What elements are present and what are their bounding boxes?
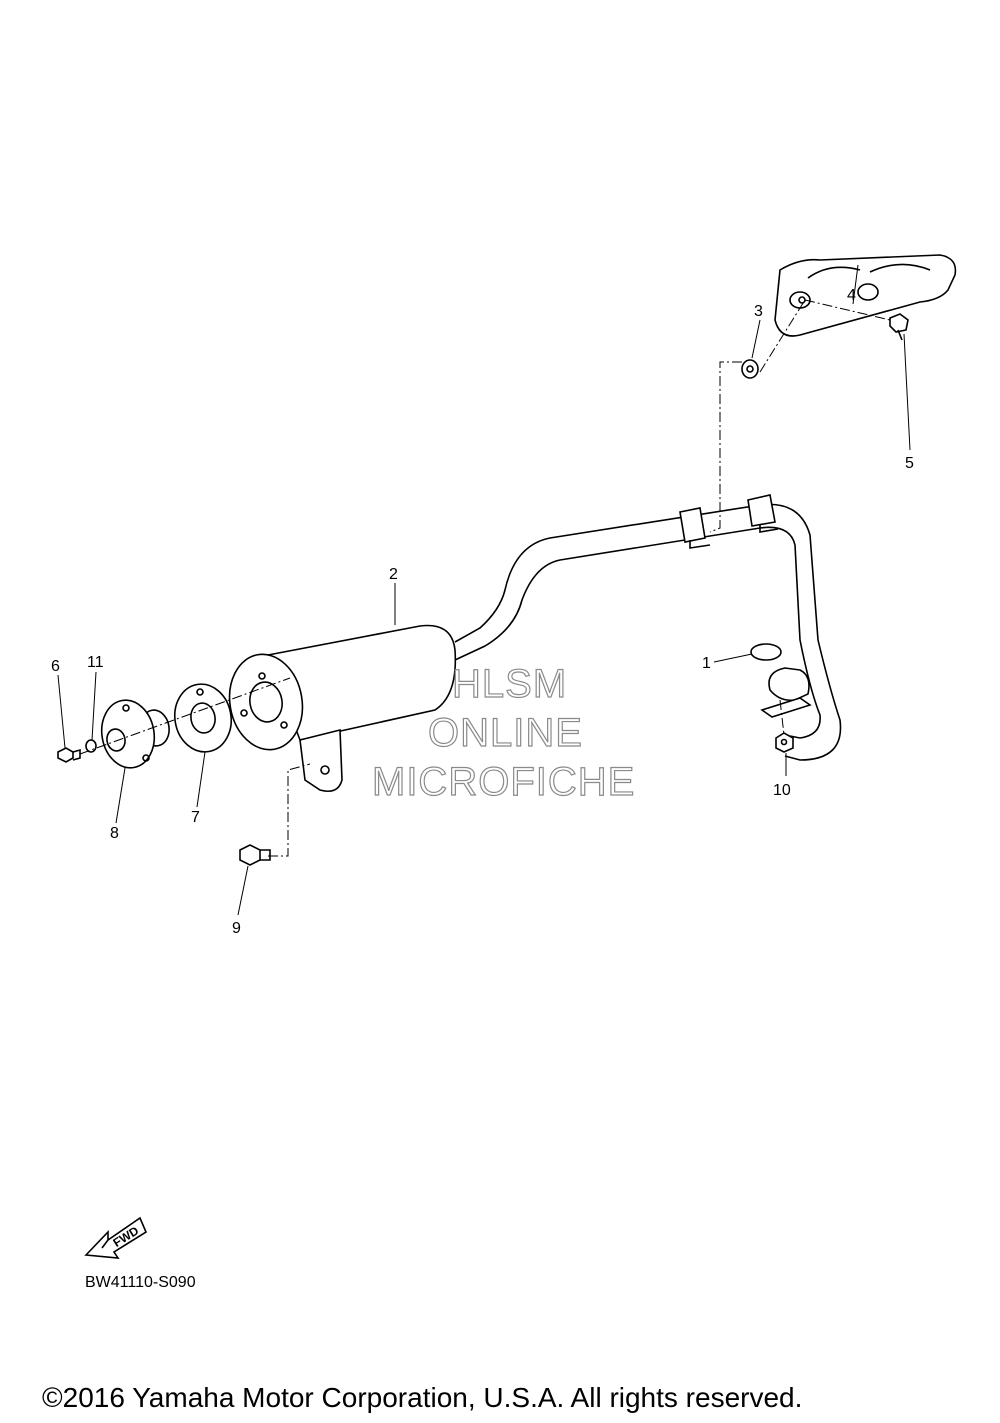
watermark-line-3: MICROFICHE bbox=[372, 760, 635, 804]
callout-9: 9 bbox=[232, 920, 241, 937]
watermark-line-2: ONLINE bbox=[428, 711, 583, 755]
callout-11: 11 bbox=[87, 654, 104, 671]
callout-3: 3 bbox=[754, 303, 763, 320]
callout-2: 2 bbox=[389, 566, 398, 583]
collar-3 bbox=[741, 359, 759, 379]
callout-10: 10 bbox=[773, 782, 791, 799]
bolt-9 bbox=[239, 844, 271, 866]
callout-7: 7 bbox=[191, 809, 200, 826]
gasket bbox=[174, 683, 232, 753]
watermark-line-1: HLSM bbox=[452, 662, 567, 706]
tail-pipe bbox=[100, 699, 170, 769]
diagram-code: BW41110-S090 bbox=[85, 1274, 196, 1291]
fwd-arrow-icon: FWD bbox=[84, 1216, 148, 1259]
muffler bbox=[228, 624, 457, 793]
washer-11 bbox=[85, 739, 97, 753]
gasket-1 bbox=[750, 643, 782, 661]
callout-1: 1 bbox=[702, 655, 711, 672]
leader-lines bbox=[57, 264, 911, 916]
bolt-6 bbox=[57, 747, 81, 763]
callout-8: 8 bbox=[110, 825, 119, 842]
callout-6: 6 bbox=[51, 658, 60, 675]
watermark: HLSM ONLINE MICROFICHE bbox=[371, 661, 635, 804]
callout-5: 5 bbox=[905, 455, 914, 472]
callout-4: 4 bbox=[847, 287, 856, 304]
heat-protector bbox=[774, 254, 957, 337]
copyright-notice: ©2016 Yamaha Motor Corporation, U.S.A. A… bbox=[42, 1382, 802, 1413]
exhaust-pipe bbox=[449, 494, 842, 761]
bolt-5 bbox=[889, 313, 909, 341]
assembly-lines bbox=[79, 299, 891, 857]
nut-10 bbox=[775, 732, 794, 753]
